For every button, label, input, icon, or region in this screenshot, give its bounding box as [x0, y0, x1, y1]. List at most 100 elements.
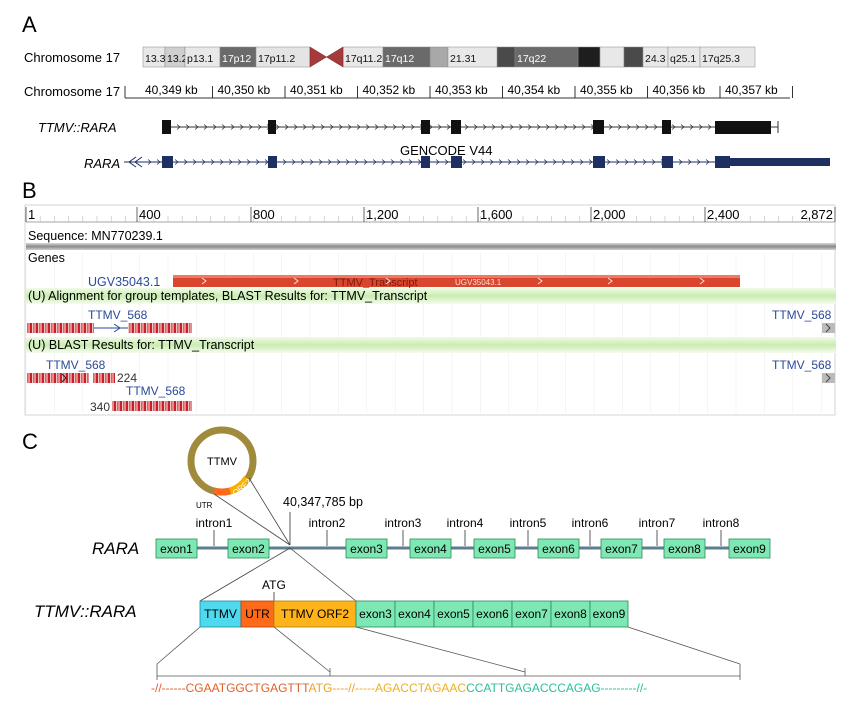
- strand-arrow: [698, 124, 703, 130]
- transcript-arrow: [699, 277, 705, 285]
- band-label: 24.3: [645, 53, 666, 65]
- ruler-tick-label: 1,200: [366, 207, 399, 222]
- hit4-block[interactable]: [822, 373, 835, 383]
- strand-arrow: [543, 159, 548, 165]
- fusion-line-right: [289, 547, 357, 602]
- intron-label: intron1: [196, 516, 233, 530]
- strand-arrow: [282, 159, 287, 165]
- exon-box: [345, 538, 388, 559]
- ideogram-label: Chromosome 17: [24, 50, 120, 65]
- strand-arrow: [518, 124, 523, 130]
- exon-box: [473, 538, 516, 559]
- strand-arrow: [507, 159, 512, 165]
- chromosome-band: [447, 46, 498, 68]
- fusion-block: [472, 600, 513, 628]
- strand-arrow: [327, 159, 332, 165]
- strand-arrow: [338, 124, 343, 130]
- ruler-tick-label: 2,000: [593, 207, 626, 222]
- exon-block: [421, 156, 430, 168]
- ruler-tick-label: 40,355 kb: [580, 83, 633, 97]
- strand-arrow: [302, 124, 307, 130]
- strand-arrow: [554, 124, 559, 130]
- breakpoint-label: 40,347,785 bp: [283, 495, 363, 509]
- hit5-block[interactable]: [112, 401, 192, 411]
- track-rara: [124, 156, 830, 168]
- strand-arrow: [480, 159, 485, 165]
- strand-arrow: [147, 159, 152, 165]
- hit3-block[interactable]: [27, 373, 89, 383]
- strand-arrow: [644, 124, 649, 130]
- strand-arrow: [687, 159, 692, 165]
- ruler-tick-label: 2,872: [800, 207, 833, 222]
- hit1-block[interactable]: [27, 323, 94, 333]
- strand-arrow: [320, 124, 325, 130]
- transcript-arrows: [201, 277, 705, 285]
- strand-arrow: [581, 124, 586, 130]
- strand-arrow: [183, 159, 188, 165]
- strand-arrow: [516, 159, 521, 165]
- strand-arrow: [210, 159, 215, 165]
- transcript-inner-label: UGV35043.1: [455, 278, 502, 287]
- hit3b-block[interactable]: [93, 373, 115, 383]
- strand-arrow: [156, 159, 161, 165]
- strand-arrow: [390, 159, 395, 165]
- sequence-bar: [26, 243, 836, 250]
- intron-label: intron3: [385, 516, 422, 530]
- strand-arrow: [255, 159, 260, 165]
- exon-block: [268, 120, 276, 134]
- strand-arrow: [212, 124, 217, 130]
- band-label: 17q12: [385, 53, 414, 65]
- exon-block: [162, 156, 173, 168]
- strand-arrow: [381, 159, 386, 165]
- seq-part-atg: ATG----//-: [309, 681, 359, 695]
- band-label: 17q11.2: [345, 53, 382, 65]
- chromosome-band: [599, 46, 625, 68]
- strand-arrow: [552, 159, 557, 165]
- hit2-block[interactable]: [822, 323, 835, 333]
- strand-arrow: [500, 124, 505, 130]
- virus-label: TTMV: [207, 456, 238, 468]
- strand-arrow: [230, 124, 235, 130]
- exon-block: [593, 120, 604, 134]
- atg-label: ATG: [262, 578, 286, 592]
- transcript-feature[interactable]: TTMV_Transcript UGV35043.1: [173, 275, 740, 289]
- strand-arrow: [284, 124, 289, 130]
- strand-arrow: [473, 124, 478, 130]
- centromere: [309, 46, 344, 68]
- hit1-chevron: [113, 323, 121, 333]
- exon-label: exon9: [733, 542, 766, 556]
- intron-label: intron4: [447, 516, 484, 530]
- strand-arrow: [300, 159, 305, 165]
- hit1b-block[interactable]: [128, 323, 192, 333]
- exon-block: [662, 156, 673, 168]
- fusion-block: [240, 600, 275, 628]
- fusion-label: TTMV::RARA: [34, 602, 137, 621]
- panel-b-label: B: [22, 178, 37, 203]
- strand-arrow: [128, 156, 143, 168]
- transcript-label: TTMV_Transcript: [333, 277, 418, 289]
- exon-block: [451, 120, 461, 134]
- fusion-block-label: exon5: [437, 607, 470, 621]
- strand-arrow: [372, 159, 377, 165]
- intron-label: intron5: [510, 516, 547, 530]
- track-ttmv-rara-label: TTMV::RARA: [38, 120, 117, 135]
- strand-arrow: [615, 159, 620, 165]
- strand-arrow: [275, 124, 280, 130]
- strand-arrow: [563, 124, 568, 130]
- exon-label: exon8: [668, 542, 701, 556]
- ruler-tick-label: 800: [253, 207, 275, 222]
- panel-c-label: C: [22, 429, 38, 454]
- strand-arrow: [534, 159, 539, 165]
- strand-arrow: [608, 124, 613, 130]
- fusion-block: [394, 600, 435, 628]
- strand-arrow: [219, 159, 224, 165]
- fusion-line-left: [199, 547, 291, 602]
- strand-arrow: [624, 159, 629, 165]
- ruler-tick-label: 40,350 kb: [218, 83, 271, 97]
- sequence-brackets: [156, 626, 741, 680]
- strand-arrow: [336, 159, 341, 165]
- exon-box: [227, 538, 270, 559]
- gene-id-label: UGV35043.1: [88, 275, 160, 289]
